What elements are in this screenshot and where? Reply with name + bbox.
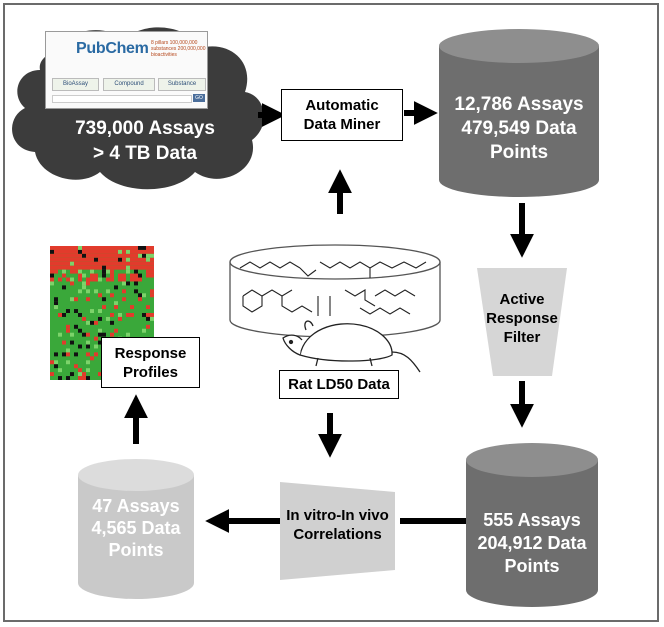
cloud-data-size: > 4 TB Data bbox=[92, 143, 197, 164]
miner-line1: Automatic bbox=[305, 97, 379, 114]
profiles-line2: Profiles bbox=[122, 363, 178, 381]
correlations-line1: In vitro-In vivo bbox=[286, 507, 389, 524]
rat-ld50-box: Rat LD50 Data bbox=[279, 370, 399, 399]
db3-data: 4,565 Data bbox=[91, 518, 181, 538]
pubchem-screenshot: PubChem 8 pillars 100,000,000 substances… bbox=[45, 31, 208, 109]
diagram-frame bbox=[3, 3, 659, 622]
database-bottom-right bbox=[466, 443, 598, 607]
db2-label: 555 Assays 204,912 Data Points bbox=[458, 509, 606, 578]
db1-assays: 12,786 Assays bbox=[454, 94, 584, 115]
rat-icon bbox=[282, 320, 421, 373]
tab-substance[interactable]: Substance bbox=[158, 78, 206, 91]
filter-line3: Filter bbox=[503, 329, 541, 346]
filter-line2: Response bbox=[486, 310, 558, 327]
db1-points: Points bbox=[489, 142, 549, 163]
pubchem-logo: PubChem bbox=[76, 40, 149, 57]
correlations-label: In vitro-In vivo Correlations bbox=[270, 506, 405, 544]
db2-points: Points bbox=[504, 556, 560, 576]
db3-assays: 47 Assays bbox=[92, 496, 180, 516]
db1-label: 12,786 Assays 479,549 Data Points bbox=[439, 93, 599, 165]
db2-assays: 555 Assays bbox=[483, 510, 581, 530]
db3-points: Points bbox=[108, 540, 164, 560]
tab-compound[interactable]: Compound bbox=[103, 78, 155, 91]
rat-ld50-label: Rat LD50 Data bbox=[288, 376, 390, 393]
miner-line2: Data Miner bbox=[303, 116, 381, 133]
active-response-filter-label: Active Response Filter bbox=[477, 290, 567, 347]
database-bottom-left bbox=[78, 459, 194, 599]
pubchem-search-button[interactable]: GO bbox=[193, 94, 205, 102]
filter-line1: Active bbox=[499, 291, 545, 308]
db2-data: 204,912 Data bbox=[477, 533, 587, 553]
pubchem-tagline: 8 pillars 100,000,000 substances 200,000… bbox=[151, 40, 206, 58]
correlations-shape bbox=[280, 482, 395, 580]
profiles-line1: Response bbox=[114, 344, 187, 362]
chemical-structures bbox=[239, 261, 427, 316]
cloud-label: 739,000 Assays > 4 TB Data bbox=[45, 116, 245, 166]
correlations-line2: Correlations bbox=[293, 526, 382, 543]
database-top-right bbox=[439, 29, 599, 197]
tab-bioassay[interactable]: BioAssay bbox=[52, 78, 99, 91]
active-response-filter-shape bbox=[477, 268, 567, 376]
cloud-assays: 739,000 Assays bbox=[75, 118, 215, 139]
petri-dish bbox=[229, 244, 441, 338]
db3-label: 47 Assays 4,565 Data Points bbox=[70, 495, 202, 561]
db1-data: 479,549 Data bbox=[461, 118, 577, 139]
pubchem-search-input[interactable] bbox=[52, 95, 192, 103]
